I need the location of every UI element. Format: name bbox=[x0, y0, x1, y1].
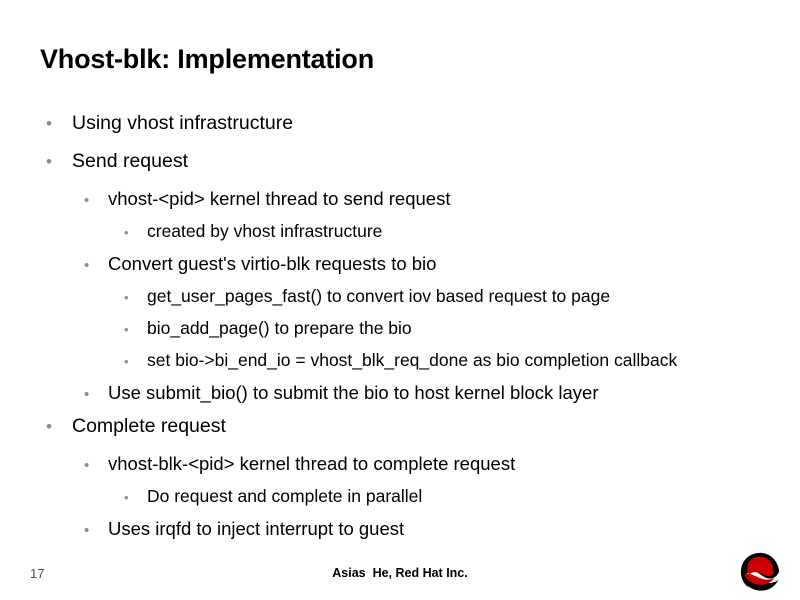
bullet-item-label: Complete request bbox=[72, 415, 226, 437]
bullet-item: • Using vhost infrastructure bbox=[0, 112, 800, 150]
bullet-point-icon: • bbox=[124, 225, 129, 240]
bullet-point-icon: • bbox=[84, 257, 90, 274]
bullet-item-label: Do request and complete in parallel bbox=[147, 486, 423, 506]
bullet-item: • vhost-<pid> kernel thread to send reque… bbox=[0, 188, 800, 221]
bullet-item-label: Use submit_bio() to submit the bio to ho… bbox=[108, 382, 599, 403]
footer-attribution: Asias He, Red Hat Inc. bbox=[332, 566, 468, 580]
red-hat-shadowman-logo bbox=[737, 552, 783, 592]
bullet-point-icon: • bbox=[46, 114, 52, 133]
bullet-point-icon: • bbox=[46, 417, 52, 436]
bullet-item-label: Uses irqfd to inject interrupt to guest bbox=[108, 518, 405, 539]
bullet-item: • Send request bbox=[0, 150, 800, 188]
bullet-point-icon: • bbox=[124, 354, 129, 369]
bullet-item: • Do request and complete in parallel bbox=[0, 486, 800, 518]
bullet-point-icon: • bbox=[124, 290, 129, 305]
bullet-list: • Using vhost infrastructure • Send request… bbox=[0, 112, 800, 551]
bullet-item: • vhost-blk-<pid> kernel thread to comple… bbox=[0, 453, 800, 486]
bullet-item-label: vhost-<pid> kernel thread to send reques… bbox=[108, 188, 451, 209]
bullet-item-label: Using vhost infrastructure bbox=[72, 112, 294, 134]
bullet-item: • Complete request bbox=[0, 415, 800, 453]
bullet-item-label: vhost-blk-<pid> kernel thread to complet… bbox=[108, 453, 516, 474]
bullet-point-icon: • bbox=[46, 152, 52, 171]
bullet-item: • created by vhost infrastructure bbox=[0, 221, 800, 253]
bullet-point-icon: • bbox=[124, 490, 129, 505]
bullet-point-icon: • bbox=[124, 322, 129, 337]
footer-page-number: 17 bbox=[30, 566, 45, 581]
bullet-item: • Convert guest's virtio-blk requests to … bbox=[0, 253, 800, 286]
bullet-item-label: Convert guest's virtio-blk requests to b… bbox=[108, 253, 437, 274]
bullet-point-icon: • bbox=[84, 457, 90, 474]
bullet-item-label: bio_add_page() to prepare the bio bbox=[147, 318, 412, 338]
bullet-point-icon: • bbox=[84, 386, 90, 403]
bullet-item-label: get_user_pages_fast() to convert iov bas… bbox=[147, 286, 611, 306]
bullet-item: • Uses irqfd to inject interrupt to guest bbox=[0, 518, 800, 551]
bullet-item-label: set bio->bi_end_io = vhost_blk_req_done … bbox=[147, 350, 678, 370]
bullet-item: • get_user_pages_fast() to convert iov ba… bbox=[0, 286, 800, 318]
bullet-item: • Use submit_bio() to submit the bio to h… bbox=[0, 382, 800, 415]
bullet-item-label: created by vhost infrastructure bbox=[147, 221, 383, 241]
bullet-point-icon: • bbox=[84, 192, 90, 209]
bullet-item-label: Send request bbox=[72, 150, 189, 172]
bullet-item: • bio_add_page() to prepare the bio bbox=[0, 318, 800, 350]
bullet-point-icon: • bbox=[84, 522, 90, 539]
page-title: Vhost-blk: Implementation bbox=[40, 44, 375, 74]
bullet-item: • set bio->bi_end_io = vhost_blk_req_done… bbox=[0, 350, 800, 382]
